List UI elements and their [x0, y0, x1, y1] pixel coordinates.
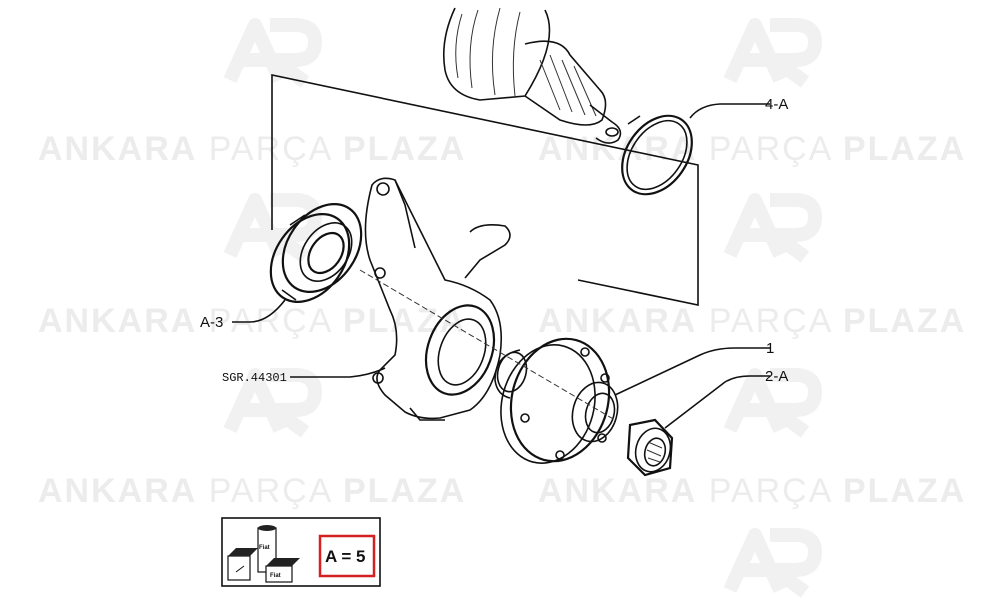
lubricant-icon: Fiat Fiat	[227, 525, 300, 583]
watermark-text: ANKARA PARÇA PLAZA	[38, 472, 466, 510]
callout-nut: 2-A	[765, 368, 788, 385]
lubricant-legend: Fiat Fiat A = 5	[221, 517, 381, 587]
watermark-logos	[223, 18, 822, 598]
callout-hub: 1	[766, 340, 774, 357]
box-label: Fiat	[270, 573, 281, 579]
watermark-text: ANKARA PARÇA PLAZA	[38, 302, 466, 340]
callout-ring: 4-A	[765, 96, 788, 113]
assembly-axis	[359, 269, 616, 421]
hub-nut	[626, 418, 674, 477]
watermark-logo	[723, 18, 822, 88]
watermark-logo	[223, 18, 322, 88]
watermark-text: ANKARA PARÇA PLAZA	[538, 302, 966, 340]
leader-lines	[232, 103, 770, 429]
watermark-logo	[723, 528, 822, 598]
watermark-logo	[223, 193, 322, 263]
watermark-text: ANKARA PARÇA PLAZA	[538, 130, 966, 168]
watermark-texts: ANKARA PARÇA PLAZA ANKARA PARÇA PLAZA AN…	[38, 130, 966, 510]
assembly-bracket	[271, 74, 699, 306]
callout-knuckle: SGR.44301	[222, 371, 287, 385]
bearing	[269, 203, 363, 303]
callout-seal: A-3	[200, 314, 223, 331]
drive-shaft-cv-joint	[442, 7, 622, 144]
lubricant-value: A = 5	[325, 547, 365, 566]
wheel-hub	[494, 337, 619, 464]
tube-label: Fiat	[259, 545, 270, 551]
watermark-text: ANKARA PARÇA PLAZA	[538, 472, 966, 510]
watermark-logo	[723, 368, 822, 438]
value-highlight-box	[318, 534, 376, 578]
steering-knuckle	[364, 177, 511, 421]
watermark-logo	[223, 368, 322, 438]
watermark-logo	[723, 193, 822, 263]
watermark-text: ANKARA PARÇA PLAZA	[38, 130, 466, 168]
circlip-ring	[621, 114, 693, 196]
